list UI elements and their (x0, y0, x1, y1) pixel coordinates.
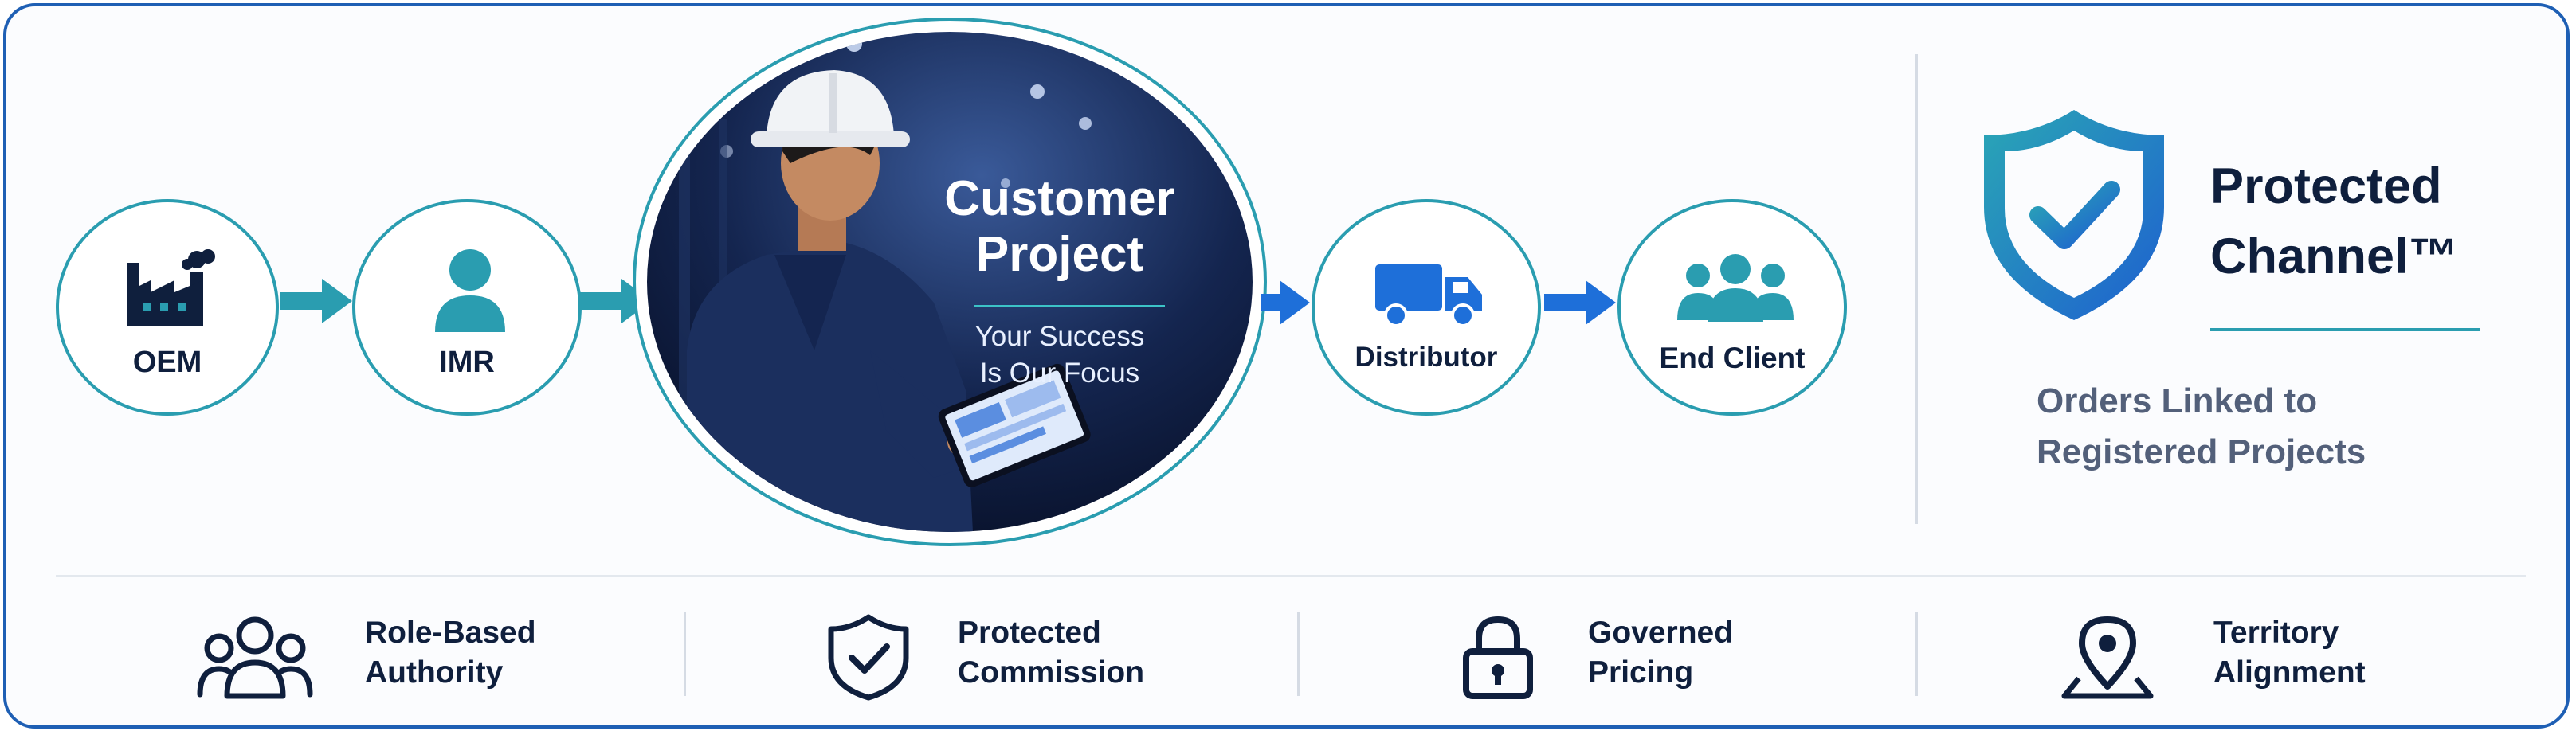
shield-check-icon (828, 614, 909, 701)
feature-divider (684, 612, 686, 696)
side-panel-subtitle: Orders Linked to Registered Projects (2037, 376, 2483, 478)
feature-label-line2: Alignment (2213, 655, 2366, 690)
hero-divider (974, 305, 1165, 307)
arrow-right-icon (1544, 280, 1616, 325)
feature-label: Territory Alignment (2213, 613, 2366, 693)
side-title-line1: Protected (2210, 158, 2442, 214)
factory-icon (127, 249, 215, 326)
map-pin-icon (2061, 616, 2154, 699)
side-panel-title: Protected Channel™ (2210, 151, 2513, 291)
arrow-right-icon (280, 279, 352, 323)
feature-governed-pricing: Governed Pricing (1454, 613, 1853, 701)
node-label: Distributor (1355, 342, 1498, 373)
feature-label: Protected Commission (958, 613, 1144, 693)
lock-icon (1463, 616, 1533, 699)
feature-label-line1: Role-Based (365, 616, 536, 650)
feature-label: Governed Pricing (1588, 613, 1733, 693)
hero-subtitle-line1: Your Success (974, 321, 1145, 352)
feature-divider (1915, 612, 1918, 696)
node-label: IMR (439, 346, 495, 379)
feature-label-line1: Territory (2213, 616, 2339, 650)
flow-node-end-client: End Client (1617, 199, 1847, 416)
feature-label-line1: Governed (1588, 616, 1734, 650)
group-icon (1677, 254, 1794, 322)
person-icon (435, 249, 505, 332)
hero-title-line1: Customer (944, 171, 1175, 226)
worker-with-tablet-photo (633, 18, 1267, 546)
side-subtitle-line1: Orders Linked to (2037, 381, 2318, 420)
feature-label-line2: Commission (958, 655, 1145, 690)
hero-subtitle-line2: Is Our Focus (979, 358, 1140, 389)
feature-label-line1: Protected (958, 616, 1101, 650)
flow-node-distributor: Distributor (1312, 199, 1541, 416)
feature-divider (1297, 612, 1300, 696)
hero-title-line2: Project (975, 227, 1144, 282)
shield-check-icon (1984, 110, 2164, 320)
feature-label-line2: Authority (365, 655, 504, 690)
feature-label-line2: Pricing (1588, 655, 1694, 690)
hero-subtitle: Your Success Is Our Focus (916, 319, 1203, 392)
users-icon (197, 616, 313, 699)
feature-role-based-authority: Role-Based Authority (191, 613, 606, 701)
feature-label: Role-Based Authority (365, 613, 536, 693)
section-divider (56, 575, 2526, 577)
hero-title: Customer Project (900, 171, 1219, 283)
feature-protected-commission: Protected Commission (821, 613, 1235, 701)
node-label: End Client (1659, 342, 1806, 374)
side-title-line2: Channel™ (2210, 229, 2459, 284)
side-subtitle-line2: Registered Projects (2037, 432, 2366, 471)
flow-node-oem: OEM (56, 199, 279, 416)
truck-icon (1375, 264, 1482, 327)
feature-territory-alignment: Territory Alignment (2056, 613, 2454, 701)
side-panel-divider (2210, 328, 2480, 331)
node-label: OEM (132, 346, 202, 379)
section-divider (1915, 54, 1918, 524)
arrow-right-icon (1261, 280, 1310, 325)
flow-node-imr: IMR (352, 199, 582, 416)
